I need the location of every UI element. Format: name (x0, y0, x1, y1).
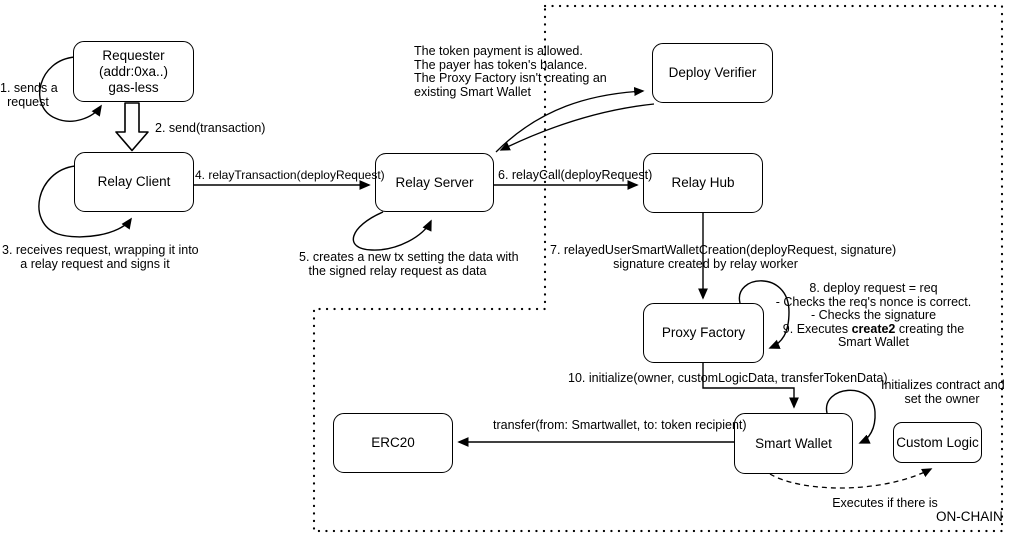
step7-line2: signature created by relay worker (613, 256, 798, 271)
relay-server-label: Relay Server (395, 174, 474, 190)
init-note-line1: Initializes contract and (881, 378, 1005, 392)
node-smart-wallet: Smart Wallet (734, 413, 853, 474)
step9-line: 9. Executes create2 creating the (762, 321, 985, 337)
executes-custom-logic-arrow (769, 468, 933, 489)
smart-wallet-self-loop-arrow (826, 389, 876, 444)
node-custom-logic: Custom Logic (893, 422, 982, 463)
verifier-check-line2: The payer has token's balance. (414, 57, 588, 72)
proxy-factory-label: Proxy Factory (661, 325, 746, 340)
label-step7: 7. relayedUserSmartWalletCreation(deploy… (550, 243, 897, 271)
send-transaction-block-arrow (115, 102, 149, 152)
init-note-line2: set the owner (904, 391, 980, 406)
relay-client-label: Relay Client (97, 174, 171, 189)
step3-line1: 3. receives request, wrapping it into (2, 243, 199, 257)
requester-label-line1: Requester (102, 47, 165, 63)
requester-label-line3: gas-less (108, 79, 159, 95)
node-relay-hub: Relay Hub (643, 153, 763, 213)
step8-line1: 8. deploy request = req (809, 281, 938, 295)
node-relay-server: Relay Server (375, 153, 494, 212)
verifier-check-line3: The Proxy Factory isn't creating an (414, 71, 607, 85)
step1-line2: request (7, 94, 49, 109)
custom-logic-label: Custom Logic (896, 434, 979, 450)
erc20-label: ERC20 (371, 435, 415, 450)
verifier-to-server-arrow (499, 103, 655, 151)
label-on-chain: ON-CHAIN (936, 509, 1003, 524)
node-relay-client: Relay Client (74, 152, 194, 212)
requester-self-loop-arrow (39, 56, 102, 122)
step8-line3: - Checks the signature (810, 308, 937, 322)
step7-line1: 7. relayedUserSmartWalletCreation(deploy… (550, 243, 897, 257)
node-deploy-verifier: Deploy Verifier (652, 43, 773, 103)
relay-server-self-loop-arrow (352, 211, 432, 251)
server-to-verifier-arrow (495, 86, 645, 153)
label-executes-note: Executes if there is (832, 496, 938, 510)
node-proxy-factory: Proxy Factory (643, 303, 764, 363)
step9-line2: Smart Wallet (837, 335, 910, 349)
relay-client-self-loop-arrow (38, 165, 132, 238)
label-step6: 6. relayCall(deployRequest) (498, 168, 653, 182)
step9-post: creating the (895, 321, 965, 336)
step9-pre: 9. Executes (782, 321, 852, 336)
label-step3: 3. receives request, wrapping it into a … (2, 243, 199, 271)
label-step5: 5. creates a new tx setting the data wit… (299, 250, 519, 278)
label-step1: 1. sends a request (0, 81, 58, 109)
step5-line1: 5. creates a new tx setting the data wit… (299, 250, 519, 264)
label-step10: 10. initialize(owner, customLogicData, t… (568, 371, 888, 385)
verifier-check-line4: existing Smart Wallet (414, 84, 531, 99)
step5-line2: the signed relay request as data (308, 263, 487, 278)
label-init-note: Initializes contract and set the owner (881, 378, 1005, 406)
node-erc20: ERC20 (333, 413, 453, 473)
label-step2: 2. send(transaction) (155, 121, 266, 135)
on-chain-boundary (312, 4, 1004, 533)
label-verifier-checks: The token payment is allowed. The payer … (414, 44, 607, 99)
label-step4: 4. relayTransaction(deployRequest) (195, 168, 385, 182)
label-transfer: transfer(from: Smartwallet, to: token re… (493, 418, 747, 432)
smart-wallet-label: Smart Wallet (755, 435, 832, 451)
step1-line1: 1. sends a (0, 81, 58, 95)
verifier-check-line1: The token payment is allowed. (414, 44, 583, 58)
initialize-arrow (702, 363, 799, 409)
step9-create2: create2 (851, 321, 896, 336)
requester-label-line2: (addr:0xa..) (98, 63, 169, 79)
deploy-verifier-label: Deploy Verifier (668, 65, 757, 80)
step3-line2: a relay request and signs it (20, 256, 170, 271)
node-requester: Requester (addr:0xa..) gas-less (73, 41, 194, 102)
proxy-factory-self-loop-arrow (738, 280, 790, 349)
label-step8-9: 8. deploy request = req - Checks the req… (762, 281, 985, 350)
step8-line2: - Checks the req's nonce is correct. (775, 294, 972, 309)
relay-hub-label: Relay Hub (671, 175, 735, 190)
